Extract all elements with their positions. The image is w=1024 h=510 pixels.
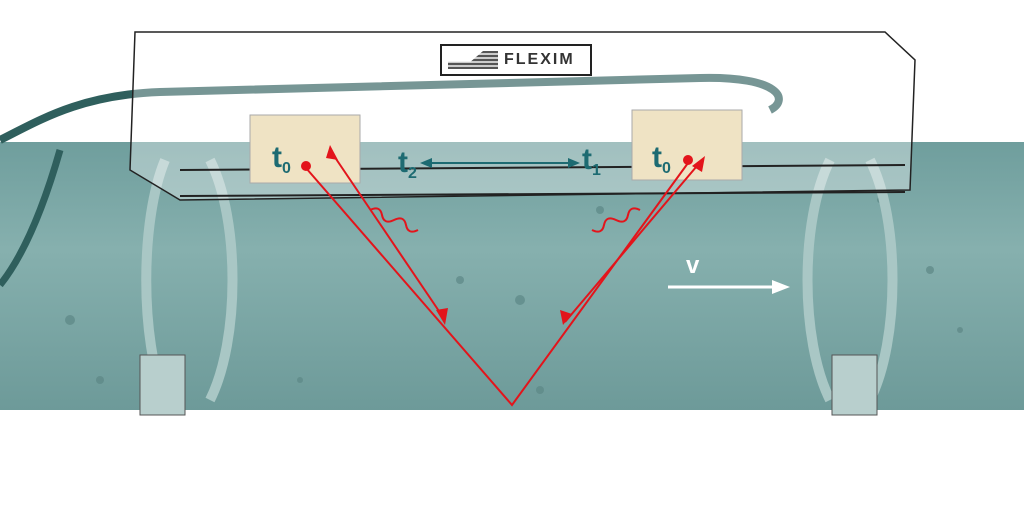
clamp-right [831, 354, 878, 416]
bubbles [65, 197, 963, 394]
label-t2: t2 [398, 146, 417, 182]
transducer-left [249, 114, 361, 184]
sound-path [305, 149, 703, 407]
cable [0, 73, 783, 144]
transducer-right [631, 109, 743, 181]
label-t1: t1 [582, 143, 601, 179]
brand-name: FLEXIM [504, 51, 575, 68]
flexim-logo: FLEXIM [440, 44, 592, 76]
cable-left [0, 149, 64, 288]
label-velocity: v [686, 252, 700, 279]
clamp-bands [141, 157, 898, 403]
label-t0-right: t0 [652, 141, 671, 177]
logo-mark-icon [448, 51, 498, 69]
clamp-left [139, 354, 186, 416]
label-t0-left: t0 [272, 141, 291, 177]
